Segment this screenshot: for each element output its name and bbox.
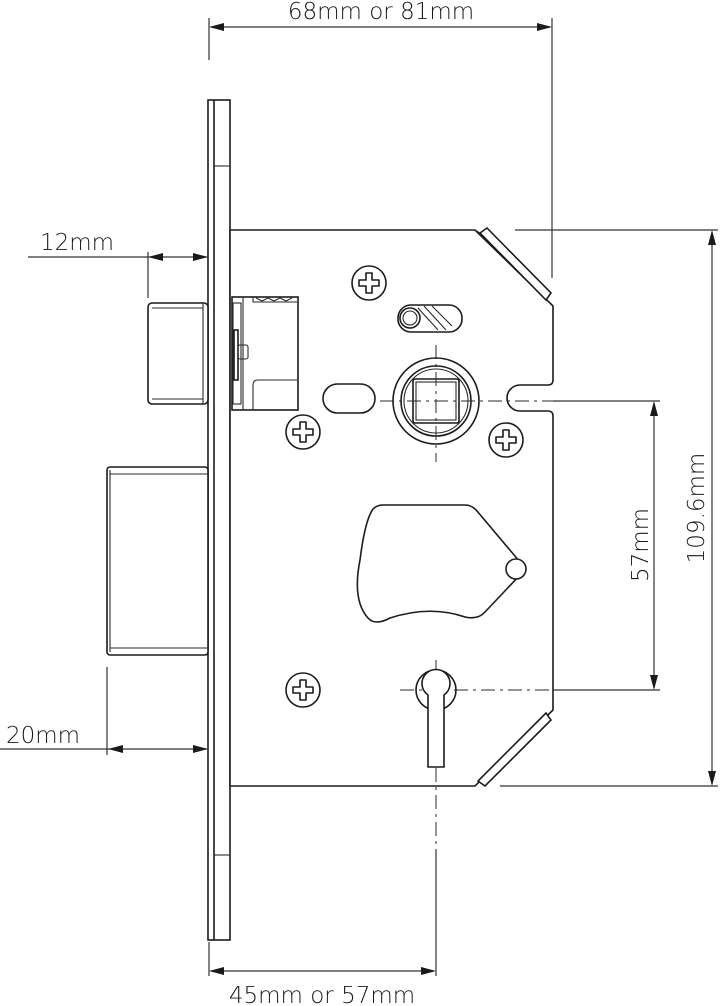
latch-mechanism bbox=[231, 296, 299, 411]
lever-cutout bbox=[356, 504, 527, 623]
label-case-height: 109.6mm bbox=[684, 453, 710, 564]
dead-bolt bbox=[106, 466, 209, 656]
label-deadbolt-projection: 20mm bbox=[6, 723, 80, 749]
dimension-backset: 45mm or 57mm bbox=[208, 850, 437, 1006]
latch-bolt bbox=[147, 302, 209, 405]
forend-plate bbox=[207, 99, 231, 941]
keyhole bbox=[415, 668, 457, 768]
oval-slot bbox=[322, 383, 376, 414]
snib-slot bbox=[397, 304, 463, 333]
label-centres: 57mm bbox=[628, 508, 654, 582]
dimension-case-height: 109.6mm bbox=[500, 229, 718, 787]
dimension-deadbolt-projection: 20mm bbox=[0, 667, 208, 755]
dimension-centres: 57mm bbox=[628, 401, 658, 690]
label-backset: 45mm or 57mm bbox=[229, 983, 415, 1006]
dimension-overall-depth: 68mm or 81mm bbox=[208, 0, 553, 278]
label-overall-depth: 68mm or 81mm bbox=[288, 0, 474, 25]
label-latch-projection: 12mm bbox=[40, 230, 114, 256]
dimension-latch-projection: 12mm bbox=[28, 230, 208, 298]
lock-case bbox=[229, 226, 554, 788]
